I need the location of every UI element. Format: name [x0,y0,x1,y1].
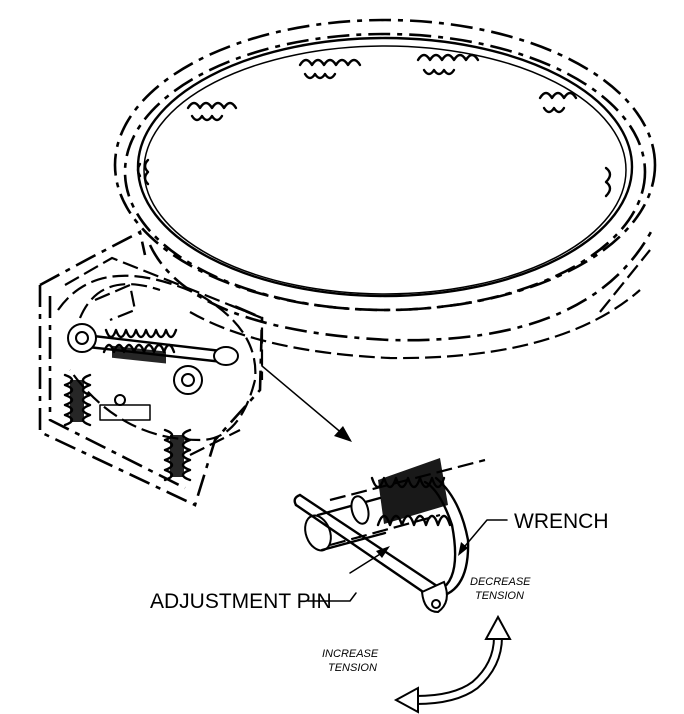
leader-lines [307,519,508,602]
decrease-label-line1: DECREASE [470,576,531,588]
housing-spring-icons [63,323,239,482]
decrease-label-line2: TENSION [475,590,524,602]
wrench-label: WRENCH [514,510,609,533]
adjustment-pin-label: ADJUSTMENT PIN [150,590,332,613]
detail-view [304,458,486,552]
increase-label-line1: INCREASE [322,648,379,660]
increase-label-line2: TENSION [328,662,377,674]
ring-clip-icons [136,53,612,198]
double-headed-curved-arrow-icon [393,614,512,714]
wrench-icon [293,476,470,614]
callout-arrow-icon [261,365,352,442]
bracket-housing [38,230,264,507]
hoop-ring [113,18,657,360]
